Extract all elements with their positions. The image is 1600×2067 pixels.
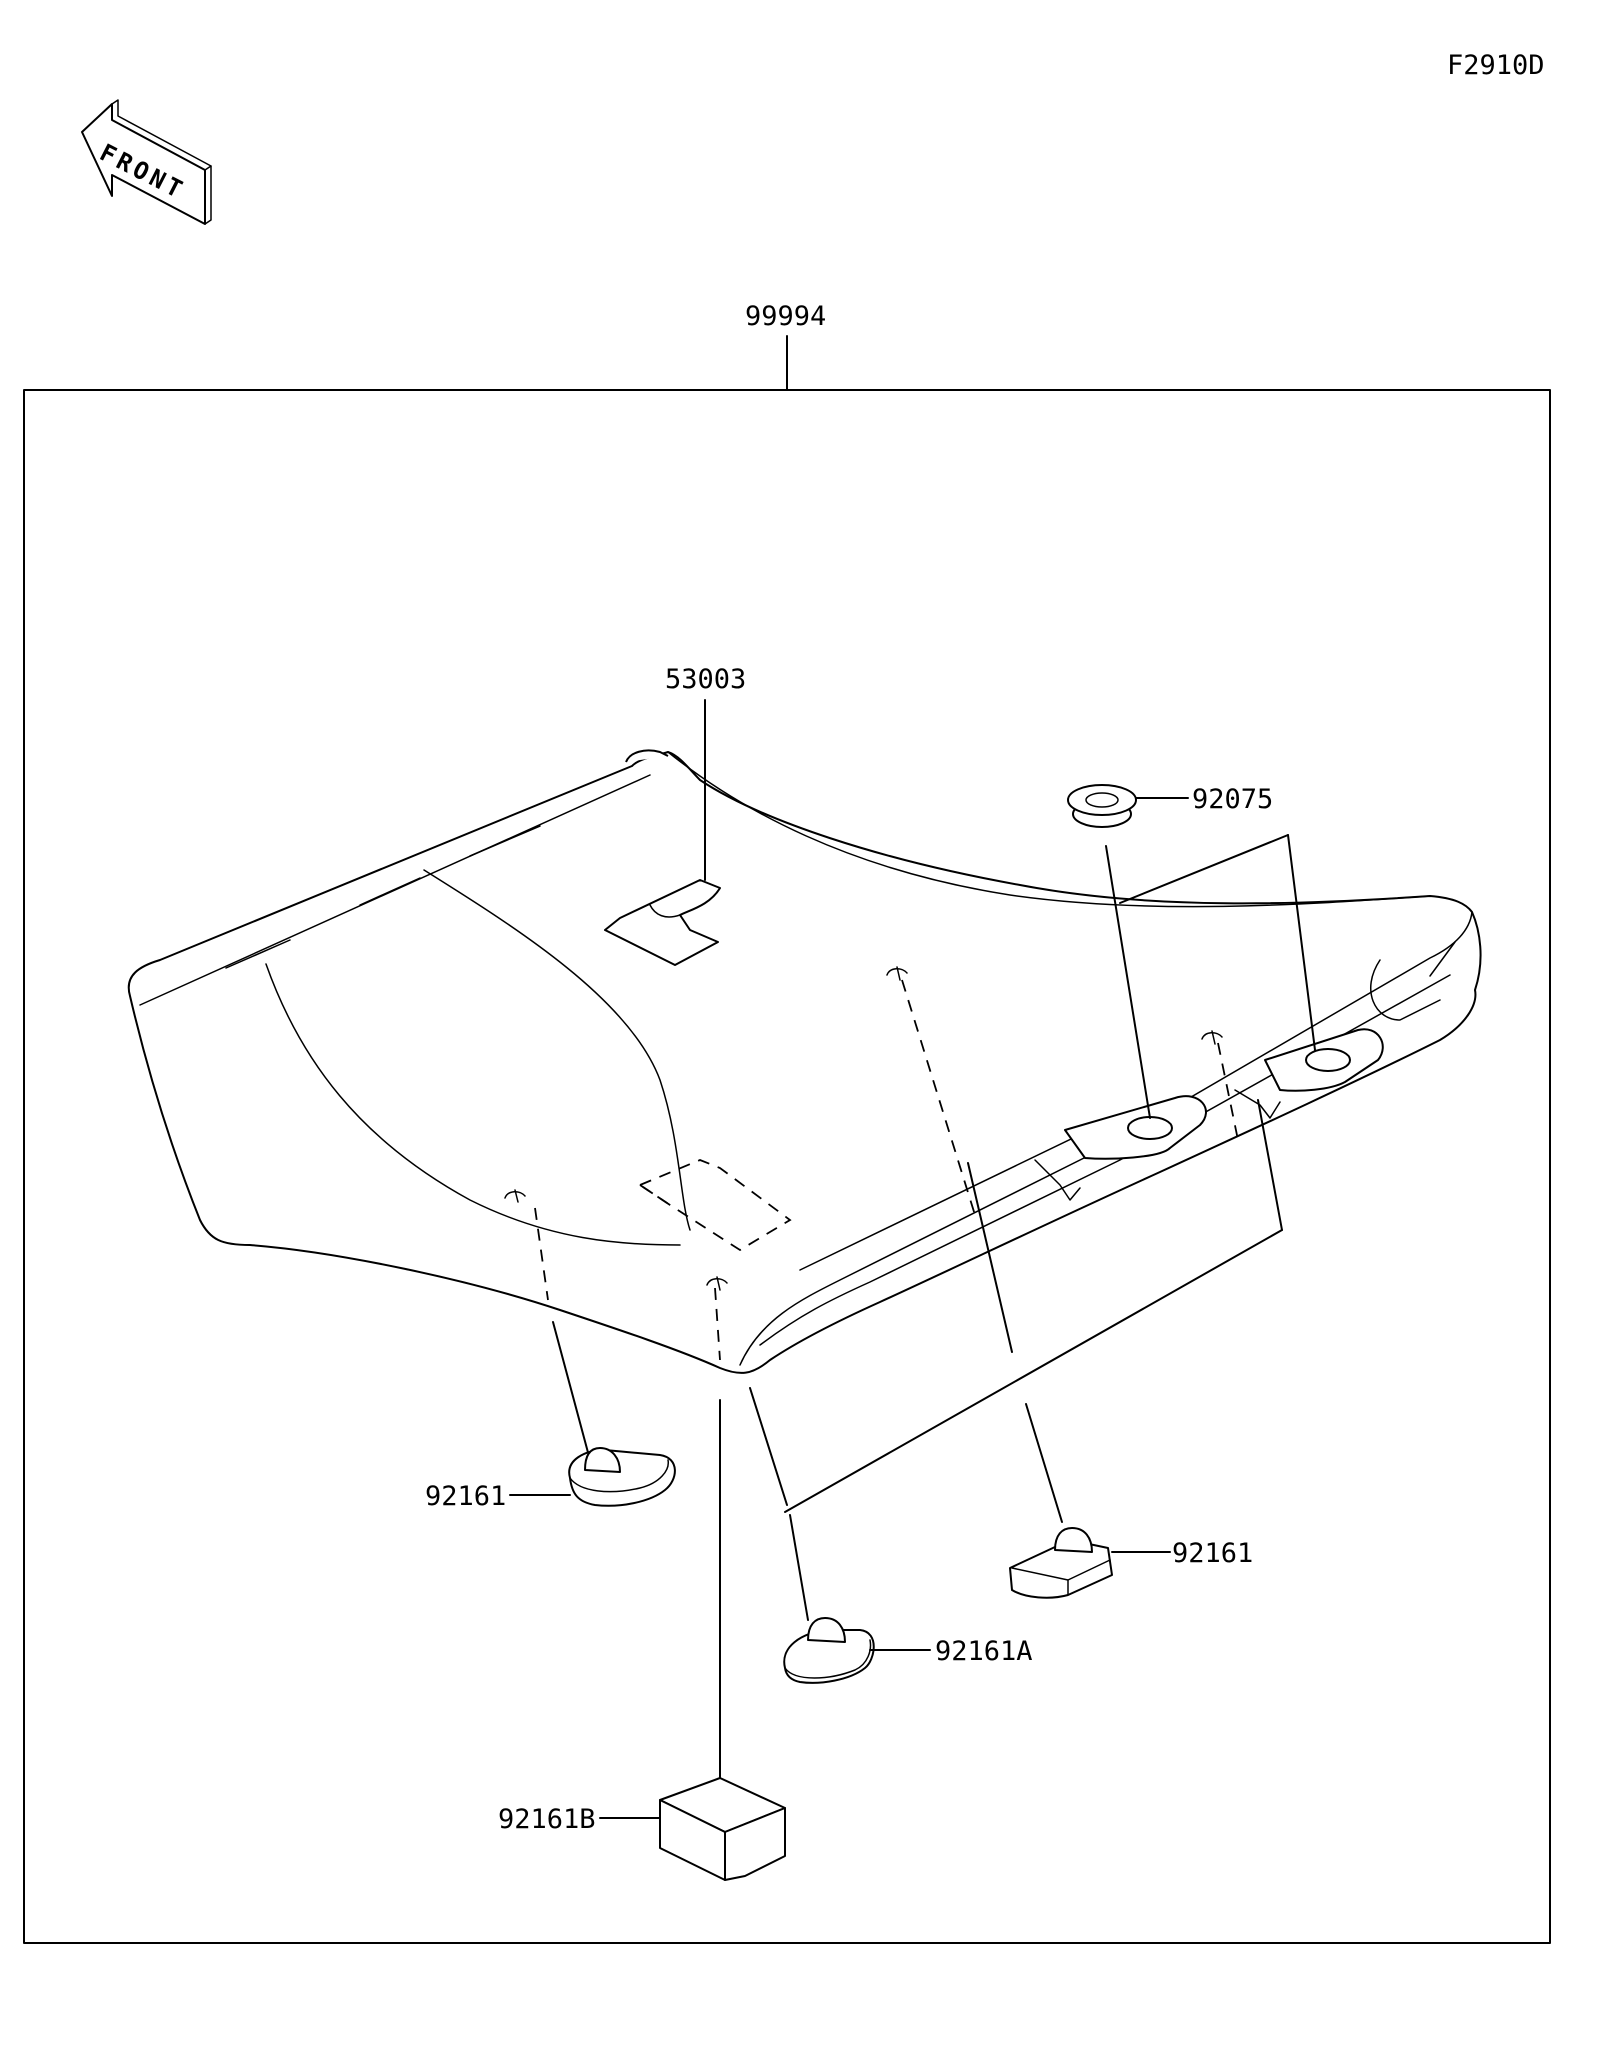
part-92161B-label: 92161B bbox=[498, 1804, 596, 1835]
part-92161-left-label: 92161 bbox=[425, 1481, 506, 1512]
part-92161-right-label: 92161 bbox=[1172, 1538, 1253, 1569]
seat-bracket-mounts bbox=[1034, 1028, 1384, 1201]
front-direction-arrow-icon: FRONT bbox=[81, 99, 212, 225]
part-92161-right-damper: 92161 bbox=[1009, 1527, 1253, 1599]
part-92161A-label: 92161A bbox=[935, 1636, 1033, 1667]
kit-frame bbox=[23, 389, 1551, 1944]
kit-label: 99994 bbox=[745, 301, 826, 332]
part-92161-left-damper: 92161 bbox=[425, 1447, 676, 1512]
part-92075-grommet: 92075 bbox=[1067, 784, 1273, 828]
seat-assembly bbox=[127, 749, 1482, 1374]
part-53003-hook: 53003 bbox=[604, 664, 746, 966]
assembly-guide-lines bbox=[504, 834, 1316, 1811]
part-92161B-block: 92161B bbox=[498, 1777, 786, 1881]
part-53003-label: 53003 bbox=[665, 664, 746, 695]
part-92075-label: 92075 bbox=[1192, 784, 1273, 815]
diagram-code: F2910D bbox=[1447, 50, 1545, 81]
part-92161A-damper: 92161A bbox=[783, 1617, 1033, 1684]
